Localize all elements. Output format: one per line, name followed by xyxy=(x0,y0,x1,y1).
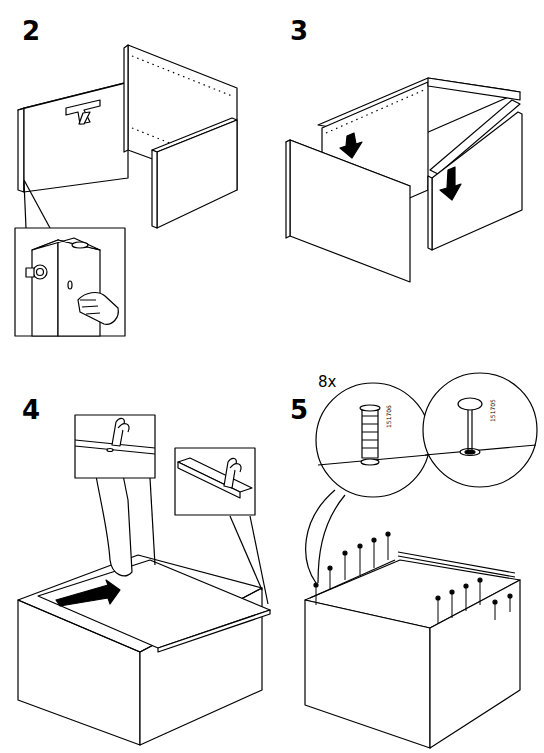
step-3-drawing xyxy=(286,78,522,282)
step-number: 3 xyxy=(290,18,308,44)
step-number: 2 xyxy=(22,18,40,44)
step-4-drawing xyxy=(18,415,270,745)
step-2-drawing xyxy=(15,45,237,336)
step-5-drawing xyxy=(305,373,537,748)
step-number: 4 xyxy=(22,397,40,423)
step-number: 5 xyxy=(290,397,308,423)
quantity-label: 8x xyxy=(318,375,336,390)
part-number: 151706 xyxy=(386,405,392,428)
part-number: 151705 xyxy=(490,399,496,422)
